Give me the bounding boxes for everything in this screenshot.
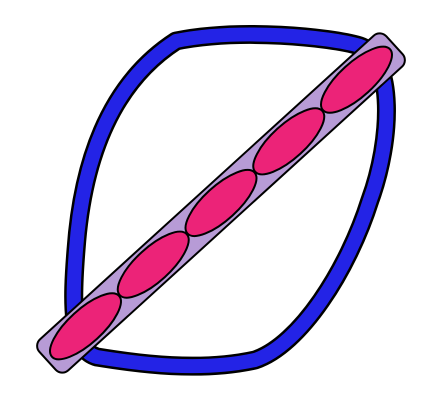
diagonal-bar-icon xyxy=(36,32,406,374)
blue-loop-icon xyxy=(64,24,396,376)
pink-segment-3 xyxy=(184,169,258,237)
blue-loop-body xyxy=(66,27,394,374)
pink-segments xyxy=(49,45,393,361)
pink-segment-2 xyxy=(116,230,190,299)
pink-segment-5 xyxy=(320,45,393,114)
